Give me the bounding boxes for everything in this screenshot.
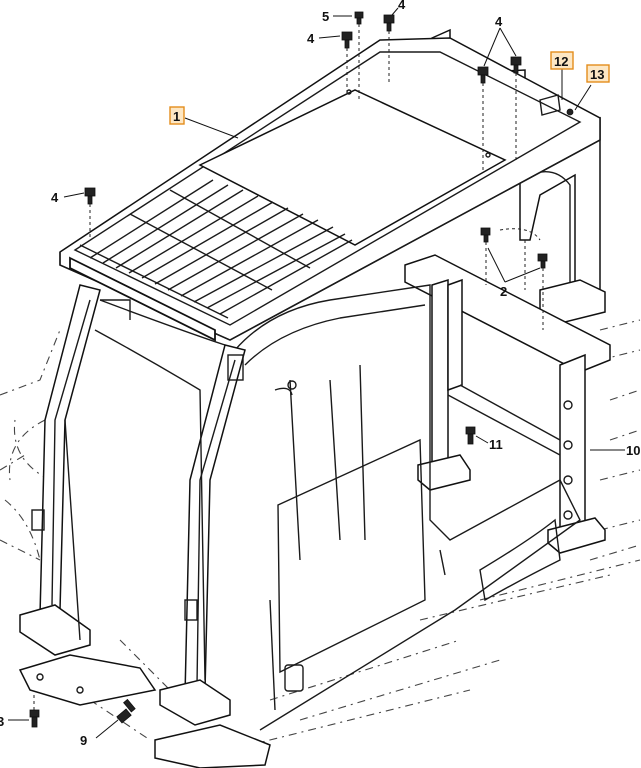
callout-4: 4 [51,190,59,205]
cab-front-frame [64,299,226,681]
cab-door-window [277,438,426,674]
roof-panel [198,89,507,246]
bolt-icons [29,11,574,728]
callout-12: 12 [554,54,568,69]
callout-13: 13 [590,67,604,82]
callout-4: 4 [495,14,503,29]
cap-icon [539,94,574,116]
bolt-icon [480,227,491,243]
callout-2: 2 [500,284,507,299]
bolt-icon [354,11,364,25]
bolt-icon [29,709,40,728]
callout-box-1 [169,106,185,125]
callout-9: 9 [80,733,87,748]
cab-body [234,284,581,731]
callouts: 1 5 4 4 4 4 12 13 2 11 10 9 3 [0,0,640,748]
callout-4: 4 [307,31,315,46]
callout-10: 10 [626,443,640,458]
callout-box-13 [586,64,610,83]
base-plate [154,724,271,768]
callout-3: 3 [0,714,4,729]
callout-box-12 [550,51,574,70]
support-stand [404,254,611,554]
bolt-icon [465,426,476,445]
callout-1: 1 [173,109,180,124]
bolt-icon [84,187,96,205]
roof-frame [59,37,601,342]
bolt-icon [510,56,522,74]
leader-lines [8,7,625,739]
callout-5: 5 [322,9,329,24]
bolt-icon [116,698,136,724]
bolt-icon [383,14,395,32]
front-right-pillar [159,344,246,726]
bolt-icon [537,253,548,269]
assembly-lines [33,24,544,712]
callout-11: 11 [489,437,503,452]
bolt-icon [341,31,353,49]
mount-bracket [18,654,157,706]
front-left-pillar [19,284,131,656]
callout-4: 4 [398,0,406,12]
